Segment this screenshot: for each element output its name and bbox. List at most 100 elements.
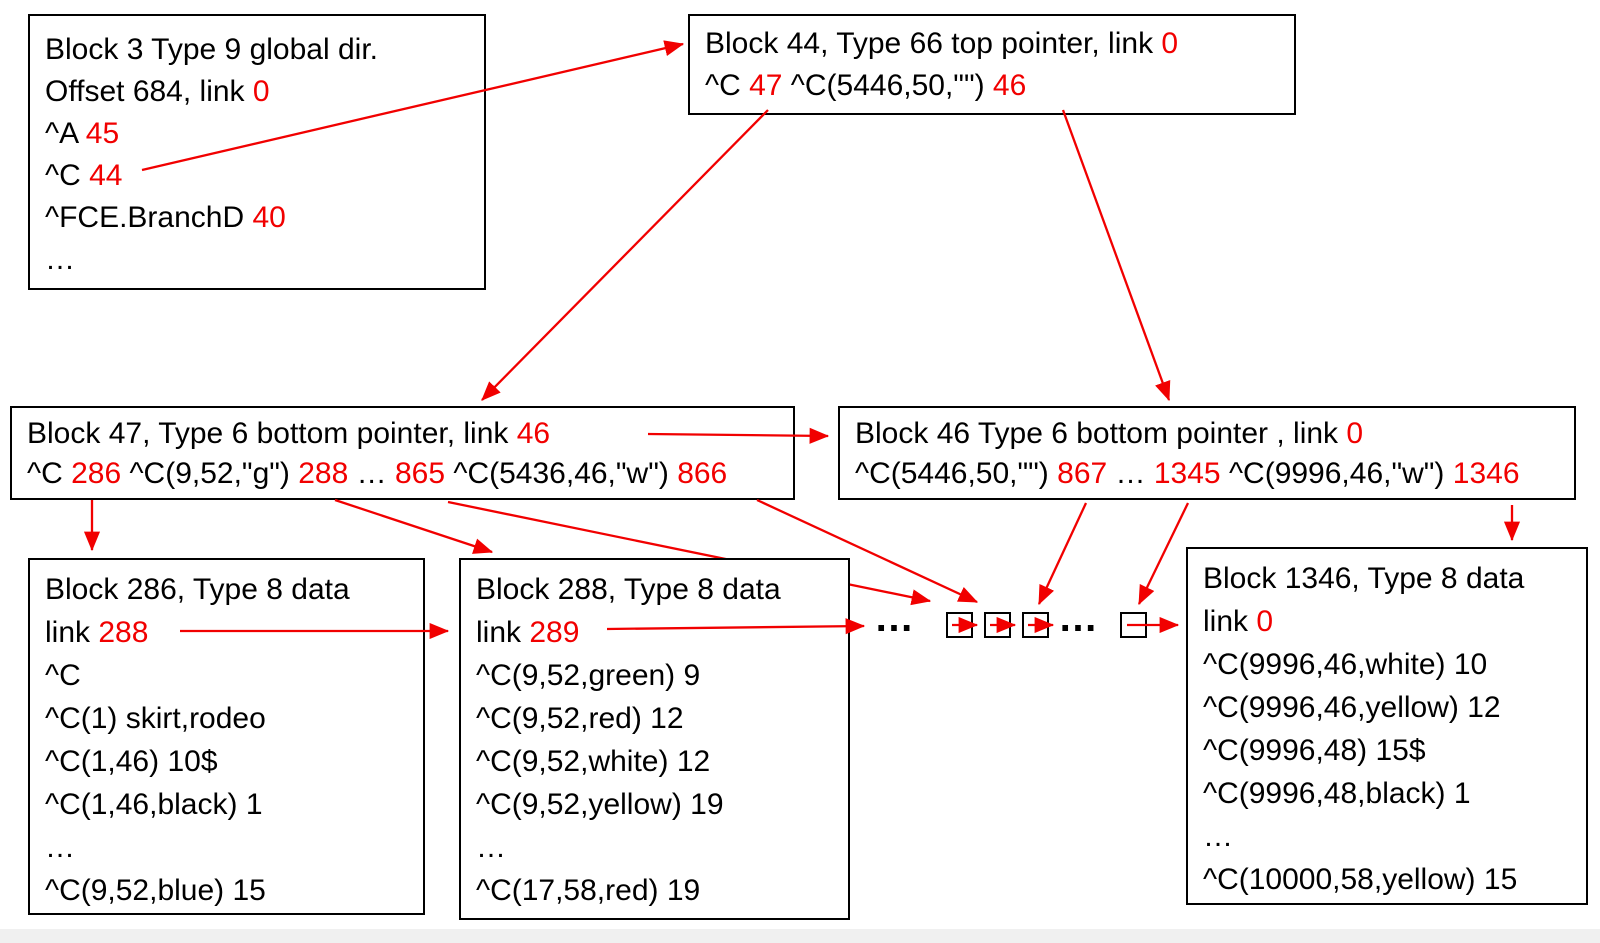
row: ^C(9,52,red) 12 xyxy=(476,697,833,740)
row: ^C 47 ^C(5446,50,"") 46 xyxy=(705,65,1279,107)
intermediate-block-square xyxy=(984,612,1011,638)
block-title: Block 46 Type 6 bottom pointer , link 0 xyxy=(855,414,1559,454)
ellipsis-row: … xyxy=(1203,815,1571,858)
label-text: ^C(9996,48) 15$ xyxy=(1203,734,1426,767)
block-title: Block 44, Type 66 top pointer, link 0 xyxy=(705,23,1279,65)
row: ^C(9996,46,white) 10 xyxy=(1203,643,1571,686)
intermediate-block-square xyxy=(946,612,973,638)
chain-leading-ellipsis: … xyxy=(874,596,917,640)
ref-number: 288 xyxy=(98,616,149,649)
label-text: Block 288, Type 8 data xyxy=(476,573,781,606)
row: ^C(17,58,red) 19 xyxy=(476,869,833,912)
label-text: ^C(9,52,yellow) 19 xyxy=(476,788,724,821)
label-text: … xyxy=(45,831,75,864)
ref-number: 47 xyxy=(749,69,783,102)
label-text: ^C(9,52,"g") xyxy=(121,457,299,490)
row: ^C 286 ^C(9,52,"g") 288 … 865 ^C(5436,46… xyxy=(27,454,778,494)
label-text: Block 1346, Type 8 data xyxy=(1203,562,1525,595)
block-288-data-box: Block 288, Type 8 data link 289 ^C(9,52,… xyxy=(459,558,850,920)
label-text: ^C(5446,50,"") xyxy=(855,457,1058,490)
block-44-top-pointer-box: Block 44, Type 66 top pointer, link 0 ^C… xyxy=(688,14,1296,115)
label-text: ^A xyxy=(45,117,86,150)
row: ^C(9,52,green) 9 xyxy=(476,654,833,697)
block-title: Block 288, Type 8 data xyxy=(476,568,833,611)
label-text: ^C(9,52,white) 12 xyxy=(476,745,711,778)
label-text: … xyxy=(1107,457,1154,490)
ref-number: 865 xyxy=(394,457,446,490)
label-text: ^C(1,46,black) 1 xyxy=(45,788,263,821)
row: ^C(9996,46,yellow) 12 xyxy=(1203,686,1571,729)
label-text: Block 46 Type 6 bottom pointer , link xyxy=(855,417,1347,450)
chain-middle-ellipsis: … xyxy=(1058,596,1101,640)
label-text: ^C(9996,46,"w") xyxy=(1220,457,1453,490)
label-text: Block 44, Type 66 top pointer, link xyxy=(705,27,1162,60)
label-text: ^C(1,46) 10$ xyxy=(45,745,218,778)
arrow-867-to-square3 xyxy=(1037,502,1088,606)
arrow-288-to-block288 xyxy=(334,498,494,554)
row: ^C(1,46,black) 1 xyxy=(45,783,408,826)
label-text: ^C xyxy=(45,659,81,692)
arrow-46-to-block46 xyxy=(1061,109,1171,402)
block-title: Block 47, Type 6 bottom pointer, link 46 xyxy=(27,414,778,454)
block-286-data-box: Block 286, Type 8 data link 288 ^C ^C(1)… xyxy=(28,558,425,915)
row: ^C(1,46) 10$ xyxy=(45,740,408,783)
row: ^C(5446,50,"") 867 … 1345 ^C(9996,46,"w"… xyxy=(855,454,1559,494)
ref-number: 288 xyxy=(298,457,349,490)
label-text: ^C(9996,48,black) 1 xyxy=(1203,777,1471,810)
intermediate-block-square xyxy=(1120,612,1147,638)
label-text: ^C(9,52,blue) 15 xyxy=(45,874,266,907)
label-text: ^C(5446,50,"") xyxy=(782,69,993,102)
ref-number: 289 xyxy=(529,616,580,649)
label-text: ^C(9,52,green) 9 xyxy=(476,659,701,692)
block-title: Block 1346, Type 8 data xyxy=(1203,557,1571,600)
label-text: ^C(9996,46,white) 10 xyxy=(1203,648,1488,681)
row: link 288 xyxy=(45,611,408,654)
ref-number: 46 xyxy=(516,417,551,450)
label-text: Offset 684, link xyxy=(45,75,253,108)
block-title: Block 3 Type 9 global dir. xyxy=(45,29,469,71)
label-text: link xyxy=(476,616,530,649)
row: ^C(9,52,white) 12 xyxy=(476,740,833,783)
row: ^C(10000,58,yellow) 15 xyxy=(1203,858,1571,901)
row: ^C 44 xyxy=(45,155,469,197)
row: ^C(9,52,blue) 15 xyxy=(45,869,408,912)
label-text: link xyxy=(45,616,99,649)
block-47-bottom-pointer-box: Block 47, Type 6 bottom pointer, link 46… xyxy=(10,406,795,500)
ref-number: 0 xyxy=(1346,417,1364,450)
label-text: link xyxy=(1203,605,1257,638)
label-text: … xyxy=(45,243,75,276)
ref-number: 40 xyxy=(252,201,286,234)
label-text: … xyxy=(1203,820,1233,853)
block-46-bottom-pointer-box: Block 46 Type 6 bottom pointer , link 0 … xyxy=(838,406,1576,500)
ref-number: 0 xyxy=(1256,605,1274,638)
label-text: ^C(9,52,red) 12 xyxy=(476,702,684,735)
arrow-1345-to-square4 xyxy=(1137,502,1190,606)
row: ^C(1) skirt,rodeo xyxy=(45,697,408,740)
ref-number: 867 xyxy=(1057,457,1108,490)
intermediate-block-square xyxy=(1022,612,1049,638)
label-text: ^C(5436,46,"w") xyxy=(445,457,678,490)
ref-number: 44 xyxy=(89,159,123,192)
arrow-c47-to-block47 xyxy=(481,109,769,401)
row: ^C(9,52,yellow) 19 xyxy=(476,783,833,826)
label-text: ^C xyxy=(705,69,750,102)
ref-number: 866 xyxy=(677,457,728,490)
block-title: Block 286, Type 8 data xyxy=(45,568,408,611)
row: ^C(9996,48) 15$ xyxy=(1203,729,1571,772)
label-text: Block 47, Type 6 bottom pointer, link xyxy=(27,417,517,450)
label-text: … xyxy=(348,457,395,490)
footer-strip xyxy=(0,929,1600,943)
ref-number: 1346 xyxy=(1452,457,1520,490)
ref-number: 45 xyxy=(85,117,120,150)
row: ^FCE.BranchD 40 xyxy=(45,197,469,239)
row: link 0 xyxy=(1203,600,1571,643)
label-text: Block 3 Type 9 global dir. xyxy=(45,33,378,66)
label-text: … xyxy=(476,831,506,864)
label-text: ^C(1) skirt,rodeo xyxy=(45,702,266,735)
row: ^A 45 xyxy=(45,113,469,155)
label-text: ^FCE.BranchD xyxy=(45,201,253,234)
row: link 289 xyxy=(476,611,833,654)
label-text: ^C xyxy=(45,159,90,192)
ref-number: 46 xyxy=(992,69,1027,102)
